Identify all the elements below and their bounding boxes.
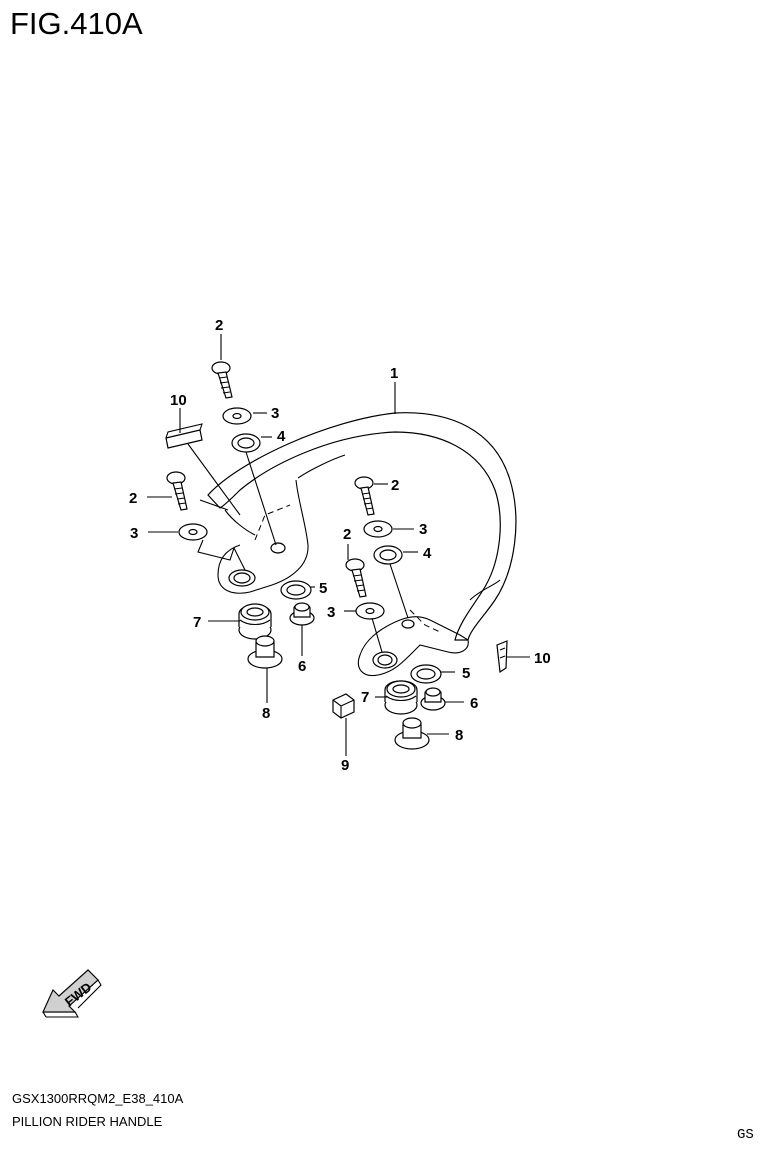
- leader-lines: [147, 334, 530, 756]
- guide-lines: [187, 443, 409, 653]
- bolt-part-left[interactable]: [166, 471, 188, 511]
- callout-5: 5: [462, 665, 470, 682]
- callout-6: 6: [298, 658, 306, 675]
- callout-8: 8: [262, 705, 270, 722]
- washer-part-b[interactable]: [178, 523, 208, 541]
- bushing-part-8-left[interactable]: [247, 635, 283, 669]
- figure-name: PILLION RIDER HANDLE: [12, 1114, 163, 1129]
- callout-8: 8: [455, 727, 463, 744]
- callout-4: 4: [277, 428, 286, 445]
- callout-10: 10: [170, 392, 187, 409]
- callout-2: 2: [391, 477, 399, 494]
- callout-6: 6: [470, 695, 478, 712]
- bolt-part-right-upper[interactable]: [354, 476, 375, 516]
- callout-4: 4: [423, 545, 432, 562]
- collar-part-6-left[interactable]: [289, 602, 315, 626]
- callout-3: 3: [419, 521, 427, 538]
- callout-3: 3: [130, 525, 138, 542]
- callout-9: 9: [341, 757, 349, 774]
- washer-part-a[interactable]: [222, 407, 252, 425]
- callout-labels: 1 2 2 2 2 3 3 3 3 4 4 5 5 6 6 7 7 8 8 9 …: [129, 317, 551, 774]
- fwd-arrow-icon: FWD: [42, 969, 102, 1018]
- callout-2: 2: [215, 317, 223, 334]
- figure-code: GSX1300RRQM2_E38_410A: [12, 1091, 184, 1106]
- rubber-part-7-right[interactable]: [384, 680, 418, 715]
- pad-part-10-right[interactable]: [496, 640, 508, 674]
- block-part-9[interactable]: [332, 693, 355, 719]
- callout-5: 5: [319, 580, 327, 597]
- callout-3: 3: [271, 405, 279, 422]
- washer-part-d[interactable]: [355, 602, 385, 620]
- spacer-part-5-left[interactable]: [280, 580, 312, 600]
- callout-2: 2: [129, 490, 137, 507]
- pillion-handle-part[interactable]: [207, 412, 517, 677]
- callout-10: 10: [534, 650, 551, 667]
- callout-7: 7: [193, 614, 201, 631]
- washer-part-4-left[interactable]: [231, 433, 261, 453]
- figure-title: FIG.410A: [10, 6, 143, 41]
- washer-part-4-right[interactable]: [373, 545, 403, 565]
- bolt-part-right-lower[interactable]: [345, 558, 367, 598]
- callout-7: 7: [361, 689, 369, 706]
- washer-part-c[interactable]: [363, 520, 393, 538]
- callout-1: 1: [390, 365, 398, 382]
- region-code: GS: [737, 1127, 754, 1143]
- rubber-part-7-left[interactable]: [238, 603, 272, 640]
- callout-2: 2: [343, 526, 351, 543]
- bushing-part-8-right[interactable]: [394, 717, 430, 750]
- pad-part-10-left[interactable]: [165, 423, 203, 449]
- collar-part-6-right[interactable]: [420, 687, 446, 711]
- spacer-part-5-right[interactable]: [410, 664, 442, 684]
- callout-3: 3: [327, 604, 335, 621]
- bolt-part-upper-left[interactable]: [211, 361, 233, 399]
